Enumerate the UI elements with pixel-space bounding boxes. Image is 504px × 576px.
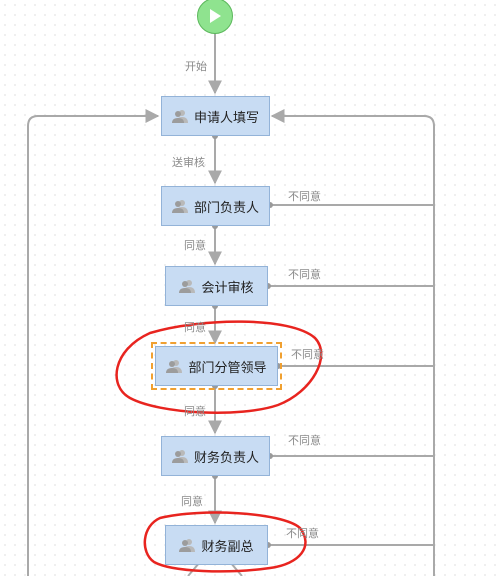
node-label: 会计审核 xyxy=(201,280,254,296)
edge-label-agree: 同意 xyxy=(181,495,203,508)
users-icon xyxy=(179,539,196,552)
edge-label-start: 开始 xyxy=(185,60,207,73)
play-icon xyxy=(210,9,221,23)
edge-label-disagree: 不同意 xyxy=(288,190,321,203)
node-dept-leader[interactable]: 部门分管领导 xyxy=(151,342,282,390)
users-icon xyxy=(166,360,183,373)
edge-label-submit: 送审核 xyxy=(172,156,205,169)
annotation-ellipse xyxy=(143,511,307,573)
edge-label-agree: 同意 xyxy=(184,321,206,334)
node-label: 部门负责人 xyxy=(193,200,259,216)
node-dept-head[interactable]: 部门负责人 xyxy=(161,186,270,226)
start-event[interactable] xyxy=(197,0,233,34)
node-label: 财务副总 xyxy=(201,539,254,555)
edge-label-disagree: 不同意 xyxy=(288,268,321,281)
node-label: 财务负责人 xyxy=(193,450,259,466)
annotation-ellipse xyxy=(115,320,323,414)
users-icon xyxy=(171,110,188,123)
edge-label-disagree: 不同意 xyxy=(288,434,321,447)
node-finance-vp[interactable]: 财务副总 xyxy=(165,525,268,565)
edge-label-disagree: 不同意 xyxy=(286,527,319,540)
users-icon xyxy=(179,280,196,293)
node-finance-head[interactable]: 财务负责人 xyxy=(161,436,270,476)
edge-label-disagree: 不同意 xyxy=(291,348,324,361)
users-icon xyxy=(171,200,188,213)
edge-label-agree: 同意 xyxy=(184,239,206,252)
users-icon xyxy=(171,450,188,463)
node-accounting[interactable]: 会计审核 xyxy=(165,266,268,306)
edge-label-agree: 同意 xyxy=(184,405,206,418)
node-label: 申请人填写 xyxy=(193,110,259,126)
node-applicant[interactable]: 申请人填写 xyxy=(161,96,270,136)
node-label: 部门分管领导 xyxy=(188,360,267,376)
edge-return-right-trunk[interactable] xyxy=(270,109,435,576)
edge-return-left-trunk[interactable] xyxy=(27,109,160,576)
